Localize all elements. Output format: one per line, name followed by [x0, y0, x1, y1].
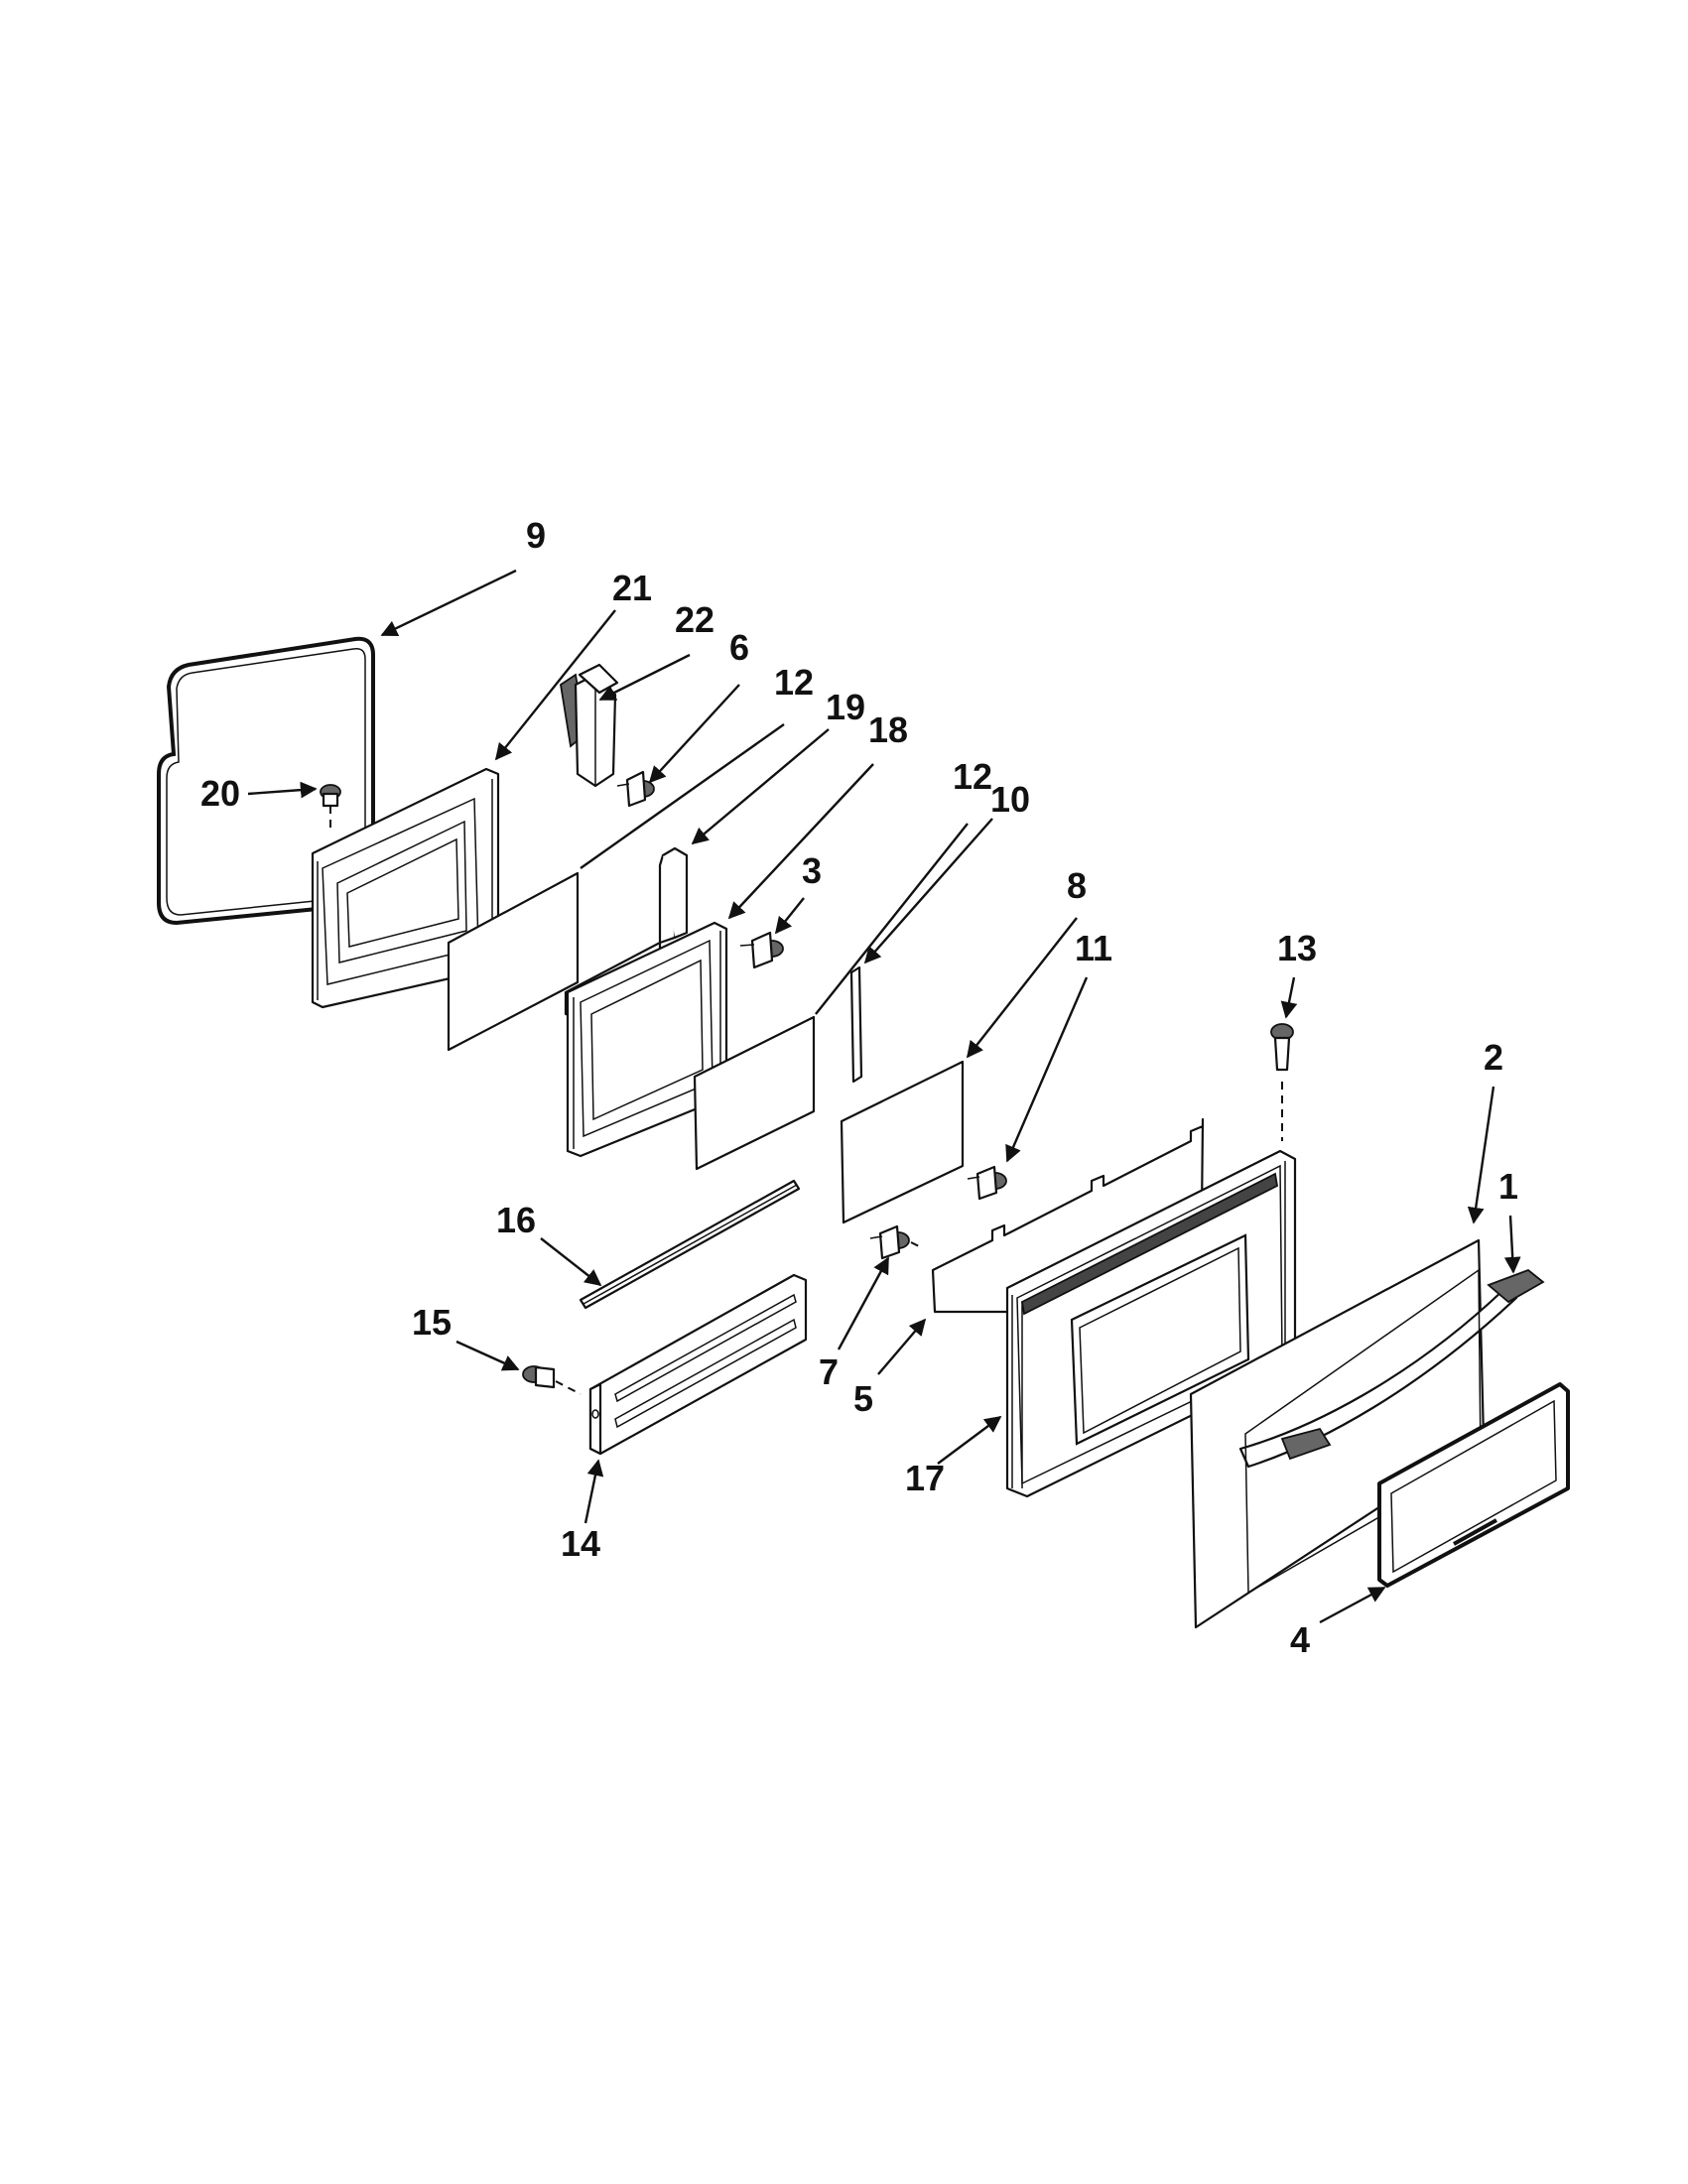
leader-10 [863, 818, 993, 964]
callout-5: 5 [853, 1378, 873, 1419]
part-20-fastener [320, 784, 341, 834]
callout-9: 9 [526, 515, 546, 556]
leader-12a [580, 723, 785, 869]
part-12-glass-pane-lower [693, 1015, 816, 1171]
callout-17: 17 [905, 1458, 945, 1498]
callout-22: 22 [675, 599, 714, 640]
callout-15: 15 [412, 1302, 452, 1343]
callout-8: 8 [1067, 865, 1087, 906]
leader-16 [540, 1237, 602, 1287]
callout-6: 6 [729, 627, 749, 668]
leader-6 [648, 684, 740, 784]
leader-8 [966, 917, 1078, 1059]
leader-11 [1005, 976, 1089, 1163]
callout-2: 2 [1484, 1037, 1503, 1078]
callout-21: 21 [612, 568, 652, 608]
part-12-glass-pane-upper [447, 871, 580, 1052]
callout-12-upper: 12 [774, 662, 814, 703]
leader-lines [247, 569, 1521, 1624]
leader-17 [937, 1415, 1002, 1465]
callout-3: 3 [802, 850, 822, 891]
part-4-window-trim [1377, 1382, 1570, 1588]
leader-5 [877, 1318, 927, 1375]
callout-12-lower: 12 [953, 756, 992, 797]
callout-13: 13 [1277, 928, 1317, 968]
leader-4 [1319, 1586, 1386, 1624]
part-16-strip [579, 1179, 801, 1310]
part-1-door-handle [1238, 1268, 1545, 1595]
leader-3 [774, 897, 805, 935]
leader-14 [584, 1459, 604, 1524]
leader-9 [380, 569, 517, 637]
callout-10: 10 [990, 779, 1030, 820]
leader-1 [1503, 1215, 1521, 1274]
callout-14: 14 [561, 1523, 600, 1564]
part-6-screw [616, 770, 655, 808]
leader-12b [815, 823, 969, 1015]
leader-15 [455, 1340, 520, 1371]
part-22-hinge [560, 663, 619, 788]
callout-labels: 9 21 22 6 12 19 18 3 12 10 8 11 13 2 1 1… [200, 515, 1518, 1660]
leader-13 [1280, 976, 1298, 1019]
callout-7: 7 [819, 1351, 839, 1392]
callout-19: 19 [826, 687, 865, 727]
part-17-outer-door-frame [1005, 1149, 1297, 1498]
leader-22 [598, 653, 691, 702]
callout-16: 16 [496, 1200, 536, 1240]
callout-11: 11 [1075, 928, 1112, 968]
callout-20: 20 [200, 773, 240, 814]
leader-21 [494, 609, 616, 761]
callout-4: 4 [1290, 1619, 1310, 1660]
part-3-screw [739, 931, 784, 969]
part-15-screw [522, 1365, 582, 1395]
part-13-screw [1270, 1023, 1294, 1141]
callout-18: 18 [868, 709, 908, 750]
leader-2 [1467, 1086, 1495, 1224]
part-14-bottom-trim [588, 1273, 808, 1456]
leader-20 [247, 781, 318, 799]
leader-19 [691, 728, 830, 845]
part-8-glass-pane [840, 1060, 965, 1224]
leader-7 [837, 1256, 890, 1350]
part-11-screw [967, 1165, 1007, 1201]
part-10-strip [849, 965, 863, 1084]
leader-18 [727, 763, 874, 920]
callout-1: 1 [1498, 1166, 1518, 1207]
part-7-screw [869, 1224, 924, 1260]
